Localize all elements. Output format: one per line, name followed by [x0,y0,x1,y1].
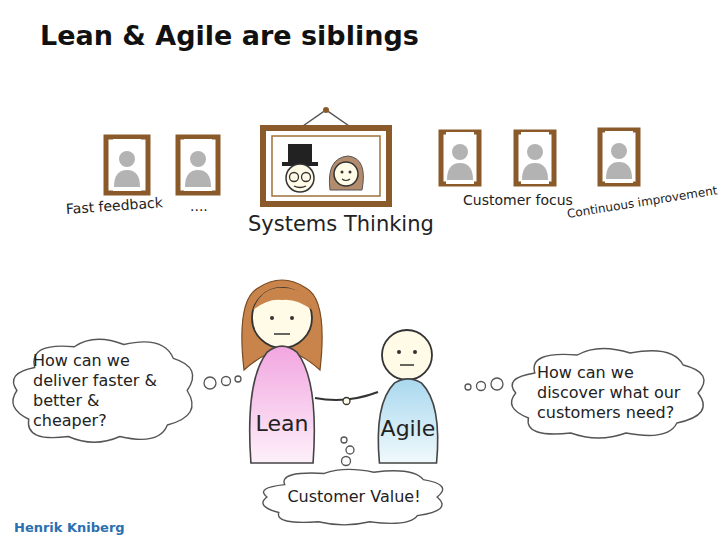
agile-figure: Agile [374,378,442,463]
systems-thinking-portrait [263,107,389,204]
agile-head [382,330,432,380]
thought-dots [204,376,503,466]
node-text: Agile [380,415,436,443]
hands [343,398,350,405]
portrait-label: .... [190,198,208,214]
portrait-frame [178,137,218,193]
lean-figure: Lean [245,345,319,463]
portrait-frame [516,132,554,184]
title: Lean & Agile are siblings [40,20,419,51]
body-outline [245,345,319,463]
node-text: How can we deliver faster & better & che… [33,351,175,431]
author-credit: Henrik Kniberg [14,520,125,535]
portrait-label: Fast feedback [65,194,163,217]
thought-cloud: How can we deliver faster & better & che… [5,333,203,448]
node-text: How can we discover what our customers n… [537,363,681,423]
portrait-frame [441,132,479,184]
portrait-frame [106,137,148,193]
portrait-label: Systems Thinking [248,212,434,236]
portrait-label: Customer focus [463,192,573,208]
thought-cloud: Customer Value! [255,466,453,528]
thought-cloud: How can we discover what our customers n… [503,343,715,443]
portrait-label: Continuous improvement [566,183,718,221]
node-text: Lean [251,410,313,438]
node-text: Customer Value! [285,487,423,507]
portrait-frame [600,130,638,184]
